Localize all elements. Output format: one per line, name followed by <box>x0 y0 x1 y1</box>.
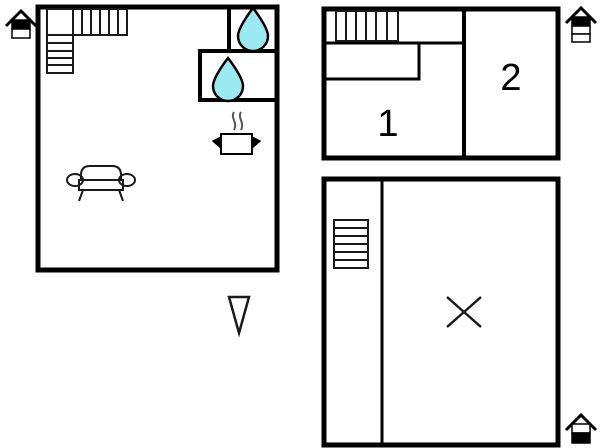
room-number-2: 2 <box>500 57 521 99</box>
bathroom-lower-walls <box>198 49 279 102</box>
house-roof <box>4 8 38 28</box>
cross-stroke <box>446 296 482 328</box>
upper-right-block: 1 2 <box>321 6 561 161</box>
cross-marker <box>446 296 482 328</box>
sofa-armrest-left <box>66 173 84 187</box>
pot-body <box>220 133 253 155</box>
water-drop-bathroom-lower <box>211 55 245 103</box>
lower-right-block <box>321 176 561 448</box>
house-middle-band <box>571 25 591 35</box>
sofa-icon <box>66 165 136 202</box>
steam-line <box>238 111 244 131</box>
house-roof <box>564 412 598 432</box>
room-number-1: 1 <box>377 103 398 145</box>
pot-handle-right <box>251 135 262 150</box>
stairs-lower-right <box>333 219 369 269</box>
triangle-pointer-icon <box>227 295 251 338</box>
stair-run-vertical <box>46 34 74 74</box>
water-drop-icon <box>211 55 245 103</box>
ground-floor-block <box>35 4 280 273</box>
house-icon-bottom-right <box>564 412 598 444</box>
house-icon-top-right <box>564 5 598 43</box>
ground-floor-outer-wall <box>35 4 280 273</box>
sofa-armrest-right <box>118 173 136 187</box>
steam-line <box>231 111 237 131</box>
stove-icon <box>211 111 262 155</box>
house-lower-band <box>11 28 31 39</box>
house-lower-band <box>571 33 591 43</box>
stairs-main-level <box>46 8 128 74</box>
house-upper-band <box>11 19 31 30</box>
upper-right-outer-wall <box>321 6 561 161</box>
water-drop-icon <box>236 5 270 53</box>
stair-landing <box>46 8 74 36</box>
sofa-leg <box>78 189 84 202</box>
pot-handle-left <box>211 135 222 150</box>
house-upper-band <box>571 16 591 27</box>
lower-right-outer-wall <box>321 176 561 448</box>
stairs-upper-right <box>335 10 399 42</box>
house-roof <box>564 5 598 25</box>
house-upper-band <box>571 423 591 434</box>
water-drop-bathroom-upper <box>236 5 270 53</box>
sofa-seat <box>78 179 124 191</box>
hallway-outline <box>326 41 421 81</box>
house-icon-left <box>4 8 38 39</box>
house-lower-band <box>571 432 591 444</box>
sofa-leg <box>118 189 124 202</box>
direction-marker <box>227 295 251 338</box>
